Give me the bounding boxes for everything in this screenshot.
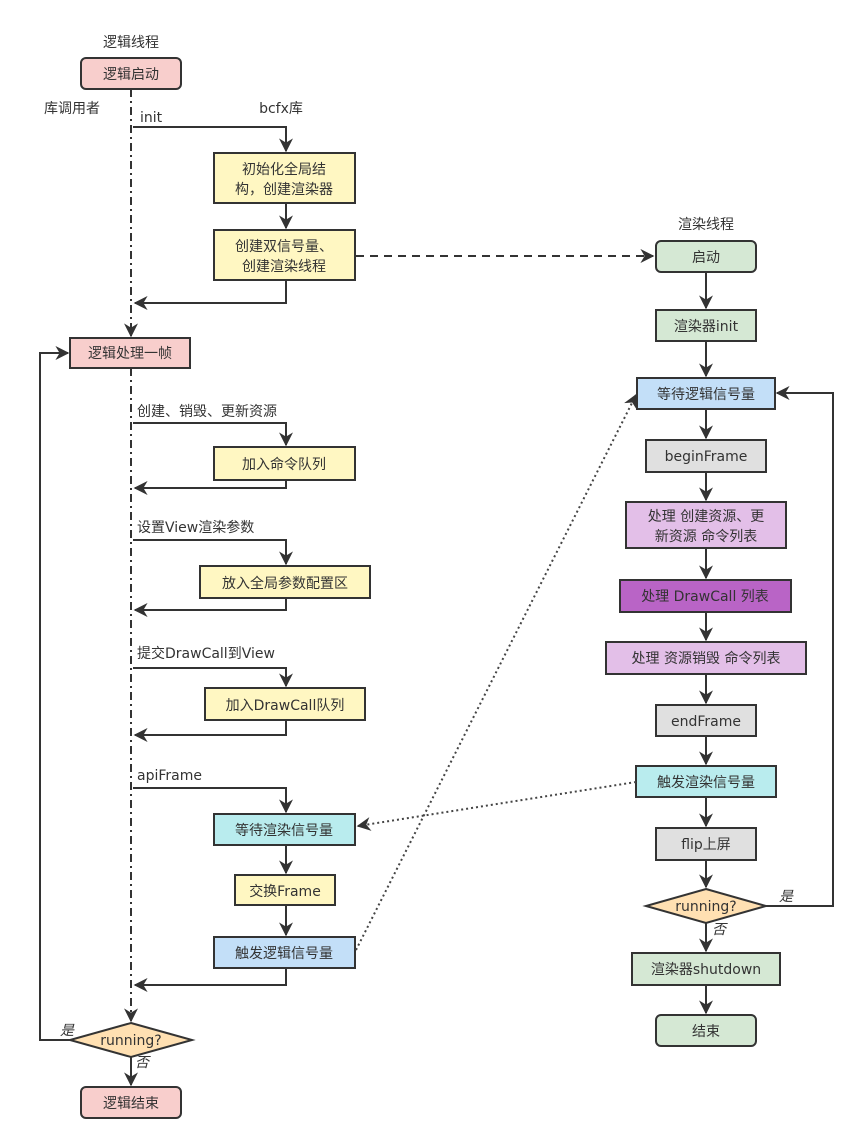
end-frame-label: endFrame [671, 714, 741, 730]
signal-render-label: 触发渲染信号量 [657, 775, 755, 791]
init-box-line2: 构，创建渲染器 [235, 182, 333, 198]
wait-logic-semaphore-box[interactable]: 等待逻辑信号量 [636, 377, 776, 410]
render-running-label: running? [675, 899, 736, 915]
renderer-init-label: 渲染器init [674, 319, 739, 335]
process-create-line1: 处理 创建资源、更 [648, 509, 764, 525]
logic-start-node[interactable]: 逻辑启动 [80, 57, 182, 90]
create-box-line2: 创建渲染线程 [242, 259, 326, 275]
process-create-line2: 新资源 命令列表 [655, 528, 757, 545]
end-frame-box[interactable]: endFrame [655, 704, 757, 737]
process-destroy-box[interactable]: 处理 资源销毁 命令列表 [605, 641, 807, 675]
arrow [133, 787, 293, 814]
render-thread-title: 渲染线程 [678, 217, 734, 233]
signal-logic-semaphore-box[interactable]: 触发逻辑信号量 [213, 936, 356, 969]
logic-frame-label: 逻辑处理一帧 [88, 346, 172, 362]
shutdown-label: 渲染器shutdown [651, 962, 761, 978]
render-end-label: 结束 [692, 1024, 720, 1040]
process-draw-label: 处理 DrawCall 列表 [641, 589, 769, 605]
signal-render-semaphore-box[interactable]: 触发渲染信号量 [635, 765, 777, 798]
return-arrow [133, 280, 287, 310]
begin-frame-box[interactable]: beginFrame [645, 439, 767, 473]
draw-box-label: 加入DrawCall队列 [226, 698, 345, 714]
logic-no-label: 否 [135, 1055, 151, 1071]
drawcall-queue-box[interactable]: 加入DrawCall队列 [204, 687, 366, 721]
logic-frame-node[interactable]: 逻辑处理一帧 [69, 337, 191, 369]
logic-running-label: running? [100, 1033, 161, 1049]
res-box-label: 加入命令队列 [242, 456, 326, 473]
res-queue-box[interactable]: 加入命令队列 [213, 446, 356, 481]
init-arrow [133, 126, 293, 153]
caller-label: 库调用者 [44, 101, 100, 117]
lib-label: bcfx库 [259, 101, 303, 117]
swap-label: 交换Frame [249, 883, 321, 900]
render-start-label: 启动 [692, 250, 720, 266]
view-label: 设置View渲染参数 [137, 519, 254, 536]
wait-render-label: 等待渲染信号量 [235, 822, 333, 839]
create-box-line1: 创建双信号量、 [235, 239, 333, 255]
logic-end-node[interactable]: 逻辑结束 [80, 1086, 182, 1119]
create-thread-box[interactable]: 创建双信号量、 创建渲染线程 [213, 229, 356, 281]
return-arrow [133, 598, 287, 617]
return-arrow [133, 480, 287, 495]
view-param-box[interactable]: 放入全局参数配置区 [199, 565, 371, 599]
begin-frame-label: beginFrame [665, 449, 748, 465]
arrow [133, 422, 293, 447]
render-end-node[interactable]: 结束 [655, 1014, 757, 1047]
render-running-decision[interactable]: running? [642, 887, 770, 925]
swap-frame-box[interactable]: 交换Frame [234, 874, 336, 906]
renderer-shutdown-box[interactable]: 渲染器shutdown [631, 952, 781, 986]
render-yes-label: 是 [779, 889, 794, 905]
render-start-node[interactable]: 启动 [655, 240, 757, 273]
draw-label: 提交DrawCall到View [137, 645, 275, 662]
render-signal-dotted-arrow [356, 781, 637, 831]
return-arrow [133, 968, 287, 992]
logic-running-decision[interactable]: running? [66, 1021, 196, 1059]
wait-render-semaphore-box[interactable]: 等待渲染信号量 [213, 813, 356, 846]
init-box-line1: 初始化全局结 [242, 161, 326, 178]
res-label: 创建、销毁、更新资源 [137, 404, 277, 420]
render-loop-arrow [766, 386, 834, 907]
logic-start-label: 逻辑启动 [103, 67, 159, 83]
flip-label: flip上屏 [681, 837, 731, 853]
return-arrow [133, 720, 287, 742]
arrow [133, 667, 293, 688]
process-destroy-label: 处理 资源销毁 命令列表 [632, 650, 781, 667]
api-label: apiFrame [137, 768, 202, 784]
flip-screen-box[interactable]: flip上屏 [655, 827, 757, 861]
logic-loop-arrow [39, 346, 70, 1041]
view-box-label: 放入全局参数配置区 [222, 575, 348, 592]
logic-end-label: 逻辑结束 [103, 1096, 159, 1112]
process-create-box[interactable]: 处理 创建资源、更 新资源 命令列表 [625, 501, 787, 549]
render-no-label: 否 [712, 922, 728, 938]
logic-yes-label: 是 [60, 1023, 75, 1039]
arrow [133, 539, 293, 566]
logic-thread-title: 逻辑线程 [103, 35, 159, 51]
logic-signal-dotted-arrow [355, 393, 637, 951]
renderer-init-box[interactable]: 渲染器init [655, 309, 757, 342]
init-global-box[interactable]: 初始化全局结 构，创建渲染器 [213, 152, 356, 204]
init-label: init [140, 110, 163, 126]
wait-logic-label: 等待逻辑信号量 [657, 386, 755, 403]
process-drawcall-box[interactable]: 处理 DrawCall 列表 [619, 579, 792, 613]
signal-logic-label: 触发逻辑信号量 [235, 946, 333, 962]
